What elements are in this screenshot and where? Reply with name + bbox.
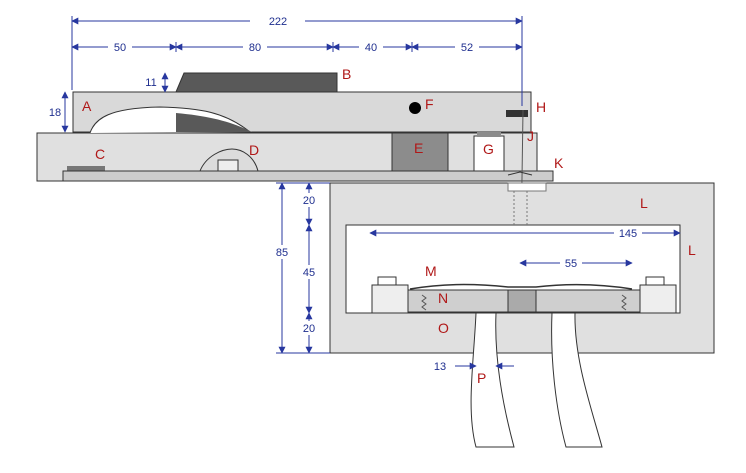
tube-p-left [470, 312, 515, 448]
base-plate [62, 170, 554, 182]
label-a: A [82, 98, 92, 114]
dim-seg1-gap [108, 40, 132, 54]
spring-left [421, 294, 427, 311]
dim-overall-value: 222 [269, 16, 287, 28]
label-m: M [425, 263, 437, 279]
pivot-f [409, 102, 421, 114]
dim-tube-width-value: 13 [434, 361, 446, 373]
label-l-top: L [640, 195, 648, 211]
magnet-right-cap [639, 284, 677, 314]
dim-inner-width-value: 145 [619, 228, 637, 240]
dim-seg4-gap [455, 40, 479, 54]
wire-holder-h [506, 110, 528, 117]
label-k: K [554, 155, 564, 171]
dim-seg2-gap [243, 40, 267, 54]
label-e: E [414, 140, 423, 156]
dim-box-bottom-value: 20 [303, 323, 315, 335]
dim-box-top-value: 20 [303, 195, 315, 207]
dim-box-top-gap [301, 193, 317, 207]
slot-k [507, 171, 533, 176]
lever-wedge [176, 113, 252, 132]
dim-seg3-value: 40 [365, 42, 377, 54]
label-n: N [438, 290, 448, 306]
label-o: O [438, 320, 449, 336]
dim-seg4-value: 52 [461, 42, 473, 54]
magnet-block-left [407, 289, 509, 313]
felt-c [67, 166, 105, 171]
dim-seg1-value: 50 [114, 42, 126, 54]
label-c: C [95, 146, 105, 162]
dim-magnet-span-value: 55 [565, 258, 577, 270]
label-p: P [477, 370, 486, 386]
dim-seg2-value: 80 [249, 42, 261, 54]
dim-box-height-value: 85 [276, 247, 288, 259]
label-b: B [342, 66, 351, 82]
label-d: D [249, 142, 259, 158]
dim-key-rise-value: 11 [145, 77, 156, 89]
dim-inner-width-gap [614, 226, 642, 240]
label-g: G [483, 141, 494, 157]
reed-contact-m [409, 283, 633, 290]
dim-box-middle-gap [301, 265, 317, 279]
block-g-top [477, 132, 501, 137]
box-top-strip [507, 182, 547, 192]
contact-bump-left [377, 276, 397, 286]
label-f: F [425, 96, 434, 112]
dim-box-middle-value: 45 [303, 267, 315, 279]
dim-overall-gap [255, 14, 301, 28]
damper-block-e [391, 132, 449, 172]
dim-key-thickness-value: 18 [49, 107, 61, 119]
label-j: J [527, 128, 534, 144]
dim-seg3-gap [359, 40, 383, 54]
label-h: H [536, 99, 546, 115]
dim-box-height-gap [274, 245, 290, 259]
tube-p-right [551, 312, 603, 448]
spring-clip-base [217, 159, 239, 172]
contact-bump-right [645, 276, 665, 286]
dim-magnet-span-gap [560, 256, 582, 270]
magnet-left-cap [371, 284, 409, 314]
magnet-block-center [507, 289, 537, 313]
dim-box-bottom-gap [301, 321, 317, 335]
spring-right [621, 294, 627, 311]
weight-block-b [175, 72, 338, 93]
label-l-side: L [688, 242, 696, 258]
